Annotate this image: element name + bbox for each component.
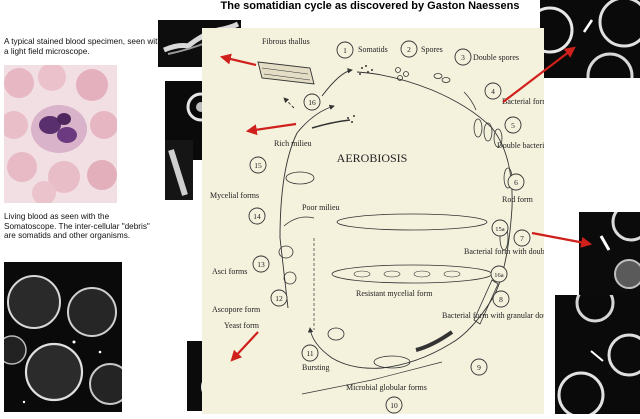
fibrous-thallus-label: Fibrous thallus xyxy=(262,37,310,46)
bacterial-form-photo xyxy=(579,212,640,296)
ascopore-label: Ascopore form xyxy=(212,305,261,314)
arrow-to-bacterial-photo xyxy=(531,231,593,248)
somatid-cycle-diagram: 1 2 3 4 5 6 7 8 9 10 11 12 13 14 15 16 1… xyxy=(202,28,580,414)
granular-spores-label: Bacterial form with granular double spor… xyxy=(442,311,544,320)
double-bacterial-form-label: Double bacterial form xyxy=(497,141,544,150)
poor-milieu-label: Poor milieu xyxy=(302,203,340,212)
stained-specimen-caption: A typical stained blood specimen, seen w… xyxy=(4,37,162,56)
granular-spores-photo xyxy=(555,295,640,414)
living-blood-photo xyxy=(4,262,122,412)
page-title: The somatidian cycle as discovered by Ga… xyxy=(220,0,520,12)
stage-number-11: 11 xyxy=(306,349,313,358)
stage-number-13: 13 xyxy=(257,260,265,269)
stage-number-16: 16 xyxy=(308,98,316,107)
bursting-label: Bursting xyxy=(302,363,330,372)
spores-label: Spores xyxy=(421,45,443,54)
stained-blood-photo xyxy=(4,65,117,203)
microbial-globular-label: Microbial globular forms xyxy=(346,383,427,392)
aerobiosis-label: AEROBIOSIS xyxy=(337,151,408,165)
arrow-to-thallus-photo xyxy=(219,53,257,67)
arrow-to-spores-photo xyxy=(502,46,576,103)
stage-number-14: 14 xyxy=(253,212,261,221)
double-spores-label: Double spores xyxy=(473,53,519,62)
stage-number-15a: 15a xyxy=(495,226,505,233)
asci-label: Asci forms xyxy=(212,267,247,276)
mycelial-label: Mycelial forms xyxy=(210,191,259,200)
stage-number-12: 12 xyxy=(275,294,283,303)
stage-number-3: 3 xyxy=(461,53,465,62)
stage-number-10: 10 xyxy=(390,401,398,410)
rod-form-label: Rod form xyxy=(502,195,534,204)
resistant-mycelial-label: Resistant mycelial form xyxy=(356,289,433,298)
arrow-to-yeast-photo xyxy=(230,331,259,362)
bacterial-double-spores-label: Bacterial form with double spores xyxy=(464,247,544,256)
somatids-label: Somatids xyxy=(358,45,388,54)
stage-number-15: 15 xyxy=(254,161,262,170)
stage-number-2: 2 xyxy=(407,45,411,54)
stage-number-5: 5 xyxy=(511,121,515,130)
stage-number-8: 8 xyxy=(499,295,503,304)
living-blood-caption: Living blood as seen with the Somatoscop… xyxy=(4,212,150,241)
stage-number-1: 1 xyxy=(343,46,347,55)
stage-number-4: 4 xyxy=(491,87,495,96)
mycelial-photo xyxy=(165,140,193,200)
stage-number-7: 7 xyxy=(520,234,524,243)
arrow-to-rich-photo xyxy=(245,122,297,136)
stage-number-9: 9 xyxy=(477,363,481,372)
bacterial-form-label: Bacterial form xyxy=(502,97,544,106)
stage-number-6: 6 xyxy=(514,178,518,187)
yeast-form-label: Yeast form xyxy=(224,321,260,330)
stage-number-16a: 16a xyxy=(494,272,504,279)
rich-milieu-label: Rich milieu xyxy=(274,139,312,148)
spores-photo xyxy=(540,0,640,78)
